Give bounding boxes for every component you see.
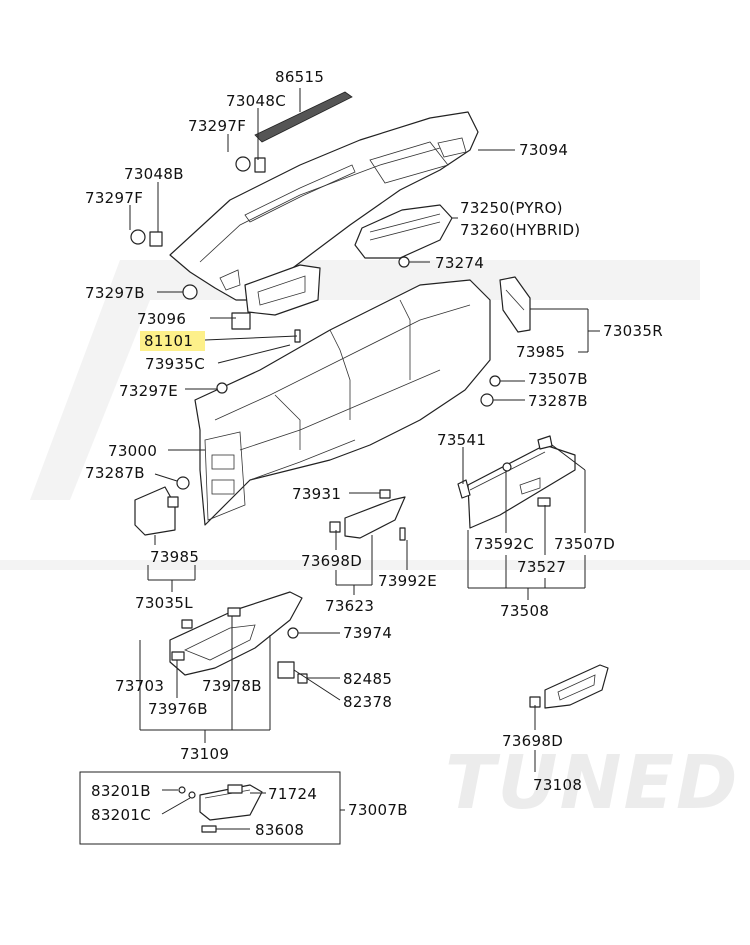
- upper-dash-pad: [169, 111, 479, 301]
- main-dash-frame: [194, 279, 491, 526]
- label-73297F-top: 73297F: [188, 117, 246, 135]
- label-73698D-mid: 73698D: [301, 552, 362, 570]
- label-73000: 73000: [108, 442, 157, 460]
- label-73096: 73096: [137, 310, 186, 328]
- label-73287B-right: 73287B: [528, 392, 588, 410]
- watermark-text: TUNED: [445, 740, 739, 826]
- label-83608: 83608: [255, 821, 304, 839]
- label-83201B: 83201B: [91, 782, 151, 800]
- label-71724: 71724: [268, 785, 317, 803]
- label-73035R: 73035R: [603, 322, 663, 340]
- right-side-cover: [499, 276, 531, 333]
- label-73508: 73508: [500, 602, 549, 620]
- label-73260: 73260(HYBRID): [460, 221, 580, 239]
- label-73048B: 73048B: [124, 165, 184, 183]
- label-81101: 81101: [144, 332, 193, 350]
- label-73507D: 73507D: [554, 535, 615, 553]
- label-73108: 73108: [533, 776, 582, 794]
- label-82485: 82485: [343, 670, 392, 688]
- callout-lines: [129, 88, 600, 830]
- label-73541: 73541: [437, 431, 486, 449]
- defroster-strip: [254, 91, 353, 143]
- label-73985-left: 73985: [150, 548, 199, 566]
- lower-right-panel: [529, 664, 609, 709]
- label-73592C: 73592C: [474, 535, 534, 553]
- label-73974: 73974: [343, 624, 392, 642]
- label-73698D-right: 73698D: [502, 732, 563, 750]
- label-73297F-left: 73297F: [85, 189, 143, 207]
- label-73109: 73109: [180, 745, 229, 763]
- label-73992E: 73992E: [378, 572, 437, 590]
- airbag-module: [354, 204, 453, 268]
- label-73297E: 73297E: [119, 382, 178, 400]
- label-73274: 73274: [435, 254, 484, 272]
- label-73931: 73931: [292, 485, 341, 503]
- label-73527: 73527: [517, 558, 566, 576]
- label-73623: 73623: [325, 597, 374, 615]
- label-73978B: 73978B: [202, 677, 262, 695]
- fasteners-right: [176, 329, 501, 490]
- center-lid: [329, 489, 406, 541]
- label-73976B: 73976B: [148, 700, 208, 718]
- label-73297B: 73297B: [85, 284, 145, 302]
- label-73507B: 73507B: [528, 370, 588, 388]
- label-73094: 73094: [519, 141, 568, 159]
- label-73935C: 73935C: [145, 355, 205, 373]
- label-73250: 73250(PYRO): [460, 199, 563, 217]
- inset-box: [79, 771, 341, 845]
- switch-bracket: [277, 661, 308, 684]
- highlight-81101: [140, 331, 205, 351]
- label-73287B-left: 73287B: [85, 464, 145, 482]
- left-side-cover: [134, 486, 179, 536]
- label-82378: 82378: [343, 693, 392, 711]
- glove-box: [457, 435, 576, 529]
- label-73035L: 73035L: [135, 594, 193, 612]
- watermark: TUNED: [0, 260, 750, 826]
- label-86515: 86515: [275, 68, 324, 86]
- label-83201C: 83201C: [91, 806, 151, 824]
- part-labels: 86515 73048C 73297F 73094 73048B 73297F …: [85, 68, 663, 839]
- label-73048C: 73048C: [226, 92, 286, 110]
- clips-upper: [130, 156, 266, 300]
- label-73703: 73703: [115, 677, 164, 695]
- label-73985-right: 73985: [516, 343, 565, 361]
- cluster-hood: [231, 264, 321, 330]
- label-73007B: 73007B: [348, 801, 408, 819]
